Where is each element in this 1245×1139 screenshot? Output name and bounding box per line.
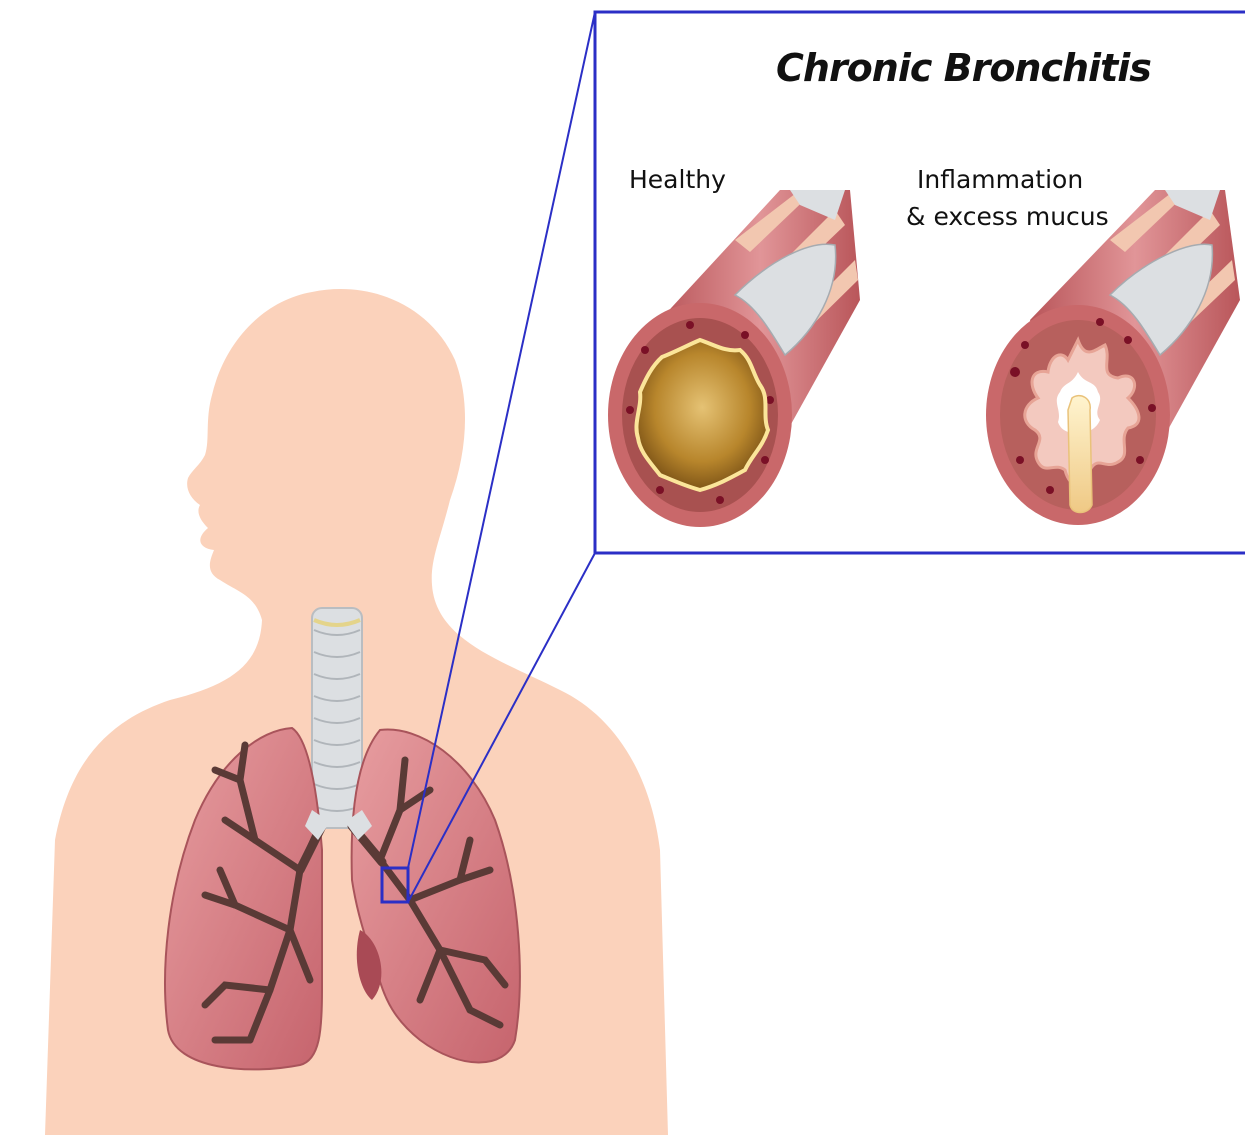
healthy-lumen — [636, 340, 768, 490]
mucus-plug — [1068, 396, 1092, 513]
trachea — [312, 608, 362, 828]
inflammation-label-line-1: Inflammation — [917, 165, 1083, 194]
healthy-label: Healthy — [629, 165, 726, 194]
diagram-title: Chronic Bronchitis — [776, 46, 1151, 90]
inflammation-label-line-2: & excess mucus — [906, 202, 1109, 231]
trachea-tube — [312, 608, 362, 828]
